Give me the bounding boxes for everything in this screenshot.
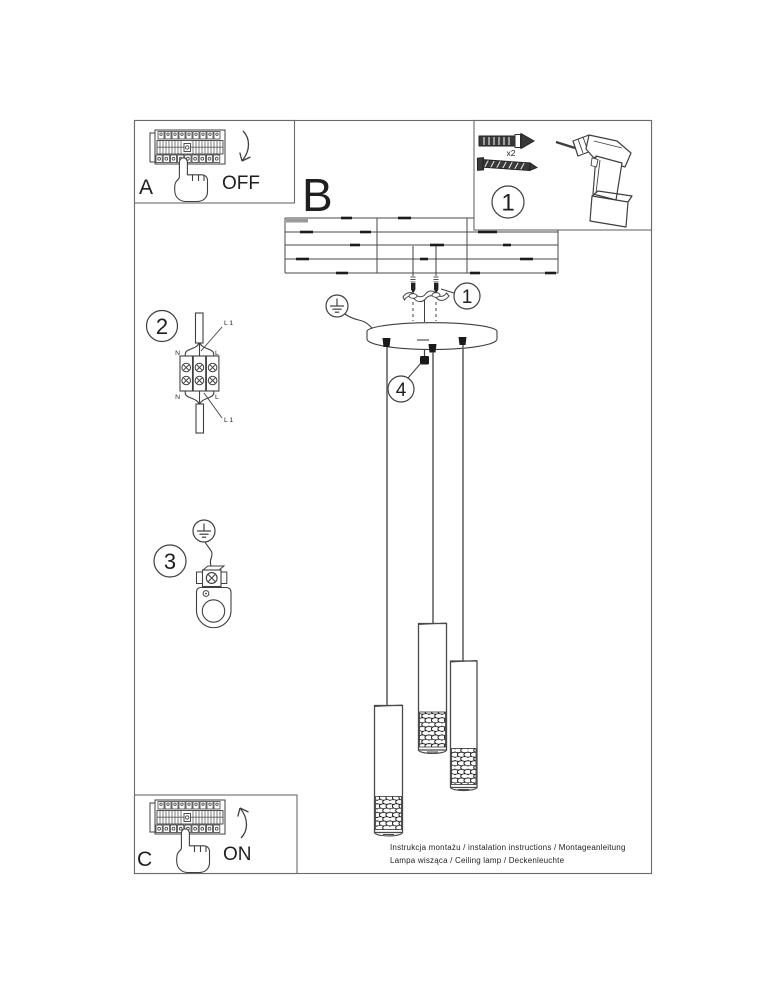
parts-badge: 1: [501, 190, 514, 217]
step-2-badge-circle: [145, 309, 179, 343]
quantity-label: x2: [507, 148, 516, 158]
step-a-power-off: A OFF: [133, 119, 296, 204]
mounting-hardware: 1: [402, 246, 481, 322]
canopy-screw: [420, 356, 429, 365]
ceiling-drawing: [284, 216, 559, 275]
suspension-cables: [386, 345, 464, 706]
mounting-bracket: [402, 290, 450, 303]
step-2-badge: 2: [156, 314, 168, 339]
wire-splits-top: [184, 342, 215, 357]
canopy-screw-badge-circle: [387, 375, 415, 403]
wire-label-live-bottom: L 1: [224, 417, 233, 424]
wire-label-live-top: L 1: [224, 320, 233, 327]
cable-top: [194, 312, 204, 344]
bracket-badge-circle: [453, 282, 481, 310]
pendant-shade-right: [449, 660, 478, 792]
step-a-label: A: [139, 176, 153, 199]
ground-symbol-icon: [192, 519, 216, 543]
screw-tip: [411, 283, 416, 290]
cable-grip: [382, 338, 391, 347]
step-3-badge: 3: [164, 549, 176, 574]
step-3-badge-circle: [153, 544, 187, 578]
crystal-pattern-band: [419, 711, 446, 748]
wire-splits-bottom: [184, 390, 215, 405]
step-c-label: C: [137, 848, 152, 871]
crystal-pattern-band: [451, 748, 477, 785]
wall-plug-icon: [478, 132, 536, 150]
pendant-shade-middle: [417, 622, 448, 754]
step-c-action-label: ON: [223, 844, 252, 865]
breaker-panel-icon: [149, 129, 226, 165]
wire-label-neutral-top: N: [175, 350, 180, 357]
footer-line-2: Lampa wisząca / Ceiling lamp / Deckenleu…: [390, 856, 565, 865]
drill-icon: [555, 134, 633, 228]
ground-terminal: [196, 565, 228, 588]
step-a-action-label: OFF: [222, 173, 260, 194]
cable-grip: [458, 337, 467, 345]
ground-symbol-icon: [325, 294, 349, 318]
footer-line-1: Instrukcja montażu / instalation instruc…: [390, 843, 626, 852]
cable-grip: [428, 344, 437, 353]
wire-label-line-top: L: [215, 350, 219, 357]
step-3-grounding: 3: [153, 519, 232, 629]
screw-tip: [434, 283, 439, 290]
mounting-plate: [195, 586, 232, 629]
terminal-block: [179, 355, 220, 392]
parts-box: x2 1: [473, 119, 653, 231]
parts-badge-circle: [491, 185, 525, 219]
canopy-screw-group: 4: [387, 350, 429, 403]
step-b-label: B: [302, 169, 333, 221]
wire-label-line-bottom: L: [215, 394, 219, 401]
cable-bottom: [195, 403, 205, 434]
screw-icon: [476, 157, 538, 172]
pendant-shade-left: [373, 704, 404, 837]
step-c-power-on: C ON: [133, 794, 298, 875]
step-2-wiring: 2 L 1 N L N L L 1: [145, 309, 233, 434]
canopy-screw-badge: 4: [396, 380, 407, 401]
ground-wire: [204, 541, 213, 569]
ceiling-canopy: [366, 322, 498, 353]
crystal-pattern-band: [375, 796, 402, 830]
bracket-badge: 1: [462, 287, 473, 308]
wire-label-neutral-bottom: N: [175, 394, 180, 401]
page-frame: [133, 119, 653, 875]
